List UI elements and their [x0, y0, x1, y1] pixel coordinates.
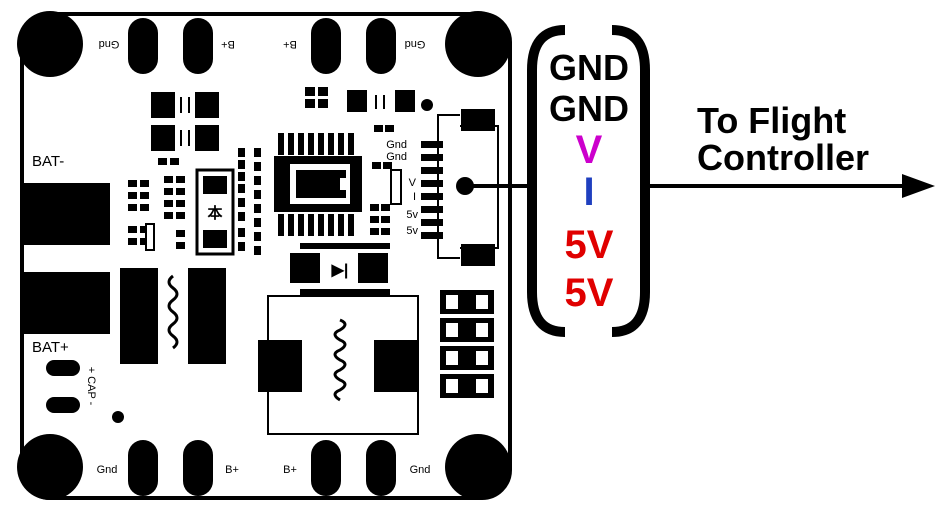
pad-bottom-bplus-left	[183, 440, 213, 496]
mount-hole-top-left	[17, 11, 83, 77]
signal-label-4: I	[583, 170, 594, 214]
cap-c1-left	[151, 92, 175, 118]
signal-label-2: GND	[549, 88, 629, 129]
pin-label-v: V	[409, 177, 417, 189]
signal-label-5: 5V	[565, 223, 614, 267]
mount-hole-top-right	[445, 11, 511, 77]
mount-hole-bottom-right	[445, 434, 511, 500]
connector-pin-labels: Gnd Gnd V I 5v 5v	[386, 139, 418, 237]
pin-label-5v-2: 5v	[406, 225, 418, 237]
diode-pad-left	[290, 253, 320, 283]
arrow-head-icon	[902, 174, 935, 198]
diode-icon: ▶|	[331, 262, 349, 279]
pad-bottom-gnd-right	[366, 440, 396, 496]
inductor-main-pad-right	[374, 340, 418, 392]
label-bottom-bplus-left: B+	[225, 464, 239, 476]
label-top-gnd-left: Gnd	[99, 38, 120, 50]
smd-cluster-right	[370, 162, 392, 235]
pin-label-i: I	[413, 191, 416, 203]
mount-hole-bottom-left	[17, 434, 83, 500]
connector-tab-bottom	[461, 244, 495, 266]
fiducial-dot-bottom	[112, 411, 124, 423]
cap-c3-left	[347, 90, 367, 112]
cap-c1-right	[195, 92, 219, 118]
pad-bottom-gnd-left	[128, 440, 158, 496]
smd-resistor-right	[390, 169, 402, 205]
bat-plus-label: BAT+	[32, 339, 69, 356]
cap-pad-minus	[46, 397, 80, 413]
pad-bottom-bplus-right	[311, 440, 341, 496]
bracket-right	[611, 25, 650, 337]
connector-tab-top	[461, 109, 495, 131]
inductor-left-block-b	[188, 268, 226, 364]
led-array	[440, 290, 494, 398]
destination-line-1: To Flight	[697, 100, 846, 141]
bracket-left	[527, 25, 566, 337]
pad-top-bplus-right	[311, 18, 341, 74]
bat-minus-pad	[24, 183, 110, 245]
diode-pad-right	[358, 253, 388, 283]
destination-line-2: Controller	[697, 137, 869, 178]
inductor-main-pad-left	[258, 340, 302, 392]
cap-c3-right	[395, 90, 415, 112]
diode-bar-top	[300, 243, 390, 249]
label-top-gnd-right: Gnd	[405, 38, 426, 50]
bat-minus-label: BAT-	[32, 153, 64, 170]
signal-label-3: V	[576, 128, 603, 172]
coil-main-icon	[333, 318, 347, 402]
chip-glyph: 本	[207, 204, 222, 222]
label-bottom-gnd-right: Gnd	[410, 464, 431, 476]
main-ic	[274, 130, 362, 240]
pin-label-5v-1: 5v	[406, 209, 418, 221]
cap-label: + CAP -	[85, 367, 97, 406]
board-outline	[20, 12, 512, 500]
connector-pins	[421, 141, 443, 239]
label-bottom-gnd-left: Gnd	[97, 464, 118, 476]
label-top-bplus-right: B+	[283, 38, 297, 50]
inductor-left-block-a	[120, 268, 158, 364]
bat-plus-pad	[24, 272, 110, 334]
fiducial-dot-top	[421, 99, 433, 111]
pad-top-gnd-left	[128, 18, 158, 74]
cap-pad-plus	[46, 360, 80, 376]
label-bottom-bplus-right: B+	[283, 464, 297, 476]
pad-top-gnd-right	[366, 18, 396, 74]
pin-label-gnd-1: Gnd	[386, 139, 407, 151]
cap-c2-left	[151, 125, 175, 151]
pin-label-gnd-2: Gnd	[386, 151, 407, 163]
signal-label-6: 5V	[565, 271, 614, 315]
smd-cluster-left	[128, 148, 261, 255]
signal-label-1: GND	[549, 47, 629, 88]
coil-left-icon	[167, 274, 179, 350]
smd-resistor-vertical	[145, 223, 155, 251]
label-top-bplus-left: B+	[221, 38, 235, 50]
cap-c2-right	[195, 125, 219, 151]
diode-bar-bottom	[300, 289, 390, 295]
pad-top-bplus-left	[183, 18, 213, 74]
